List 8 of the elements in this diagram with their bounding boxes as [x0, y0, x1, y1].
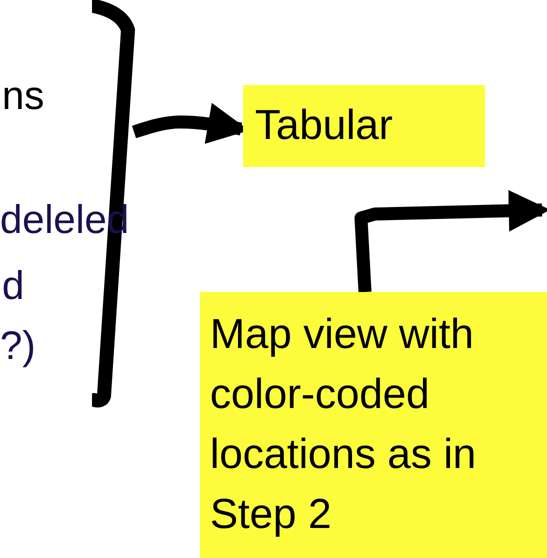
- highlighted-note: [200, 292, 547, 558]
- partial-text: d: [2, 263, 24, 310]
- note-text: Map view with color-coded locations as in Step 2: [210, 309, 478, 539]
- highlighted-label: [243, 85, 485, 167]
- arrow: [354, 190, 547, 292]
- partial-text: ns: [2, 73, 44, 120]
- partial-text: ?): [0, 323, 36, 370]
- note-text: Tabular: [255, 100, 394, 150]
